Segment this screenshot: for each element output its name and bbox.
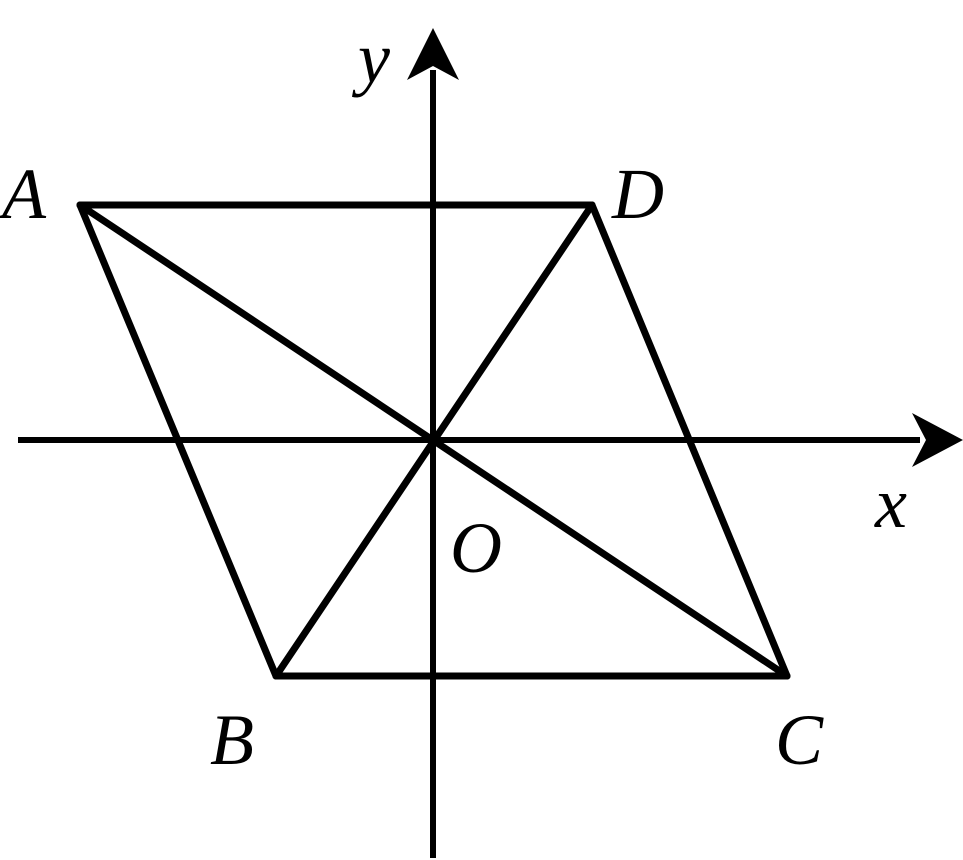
segment-dc <box>588 201 791 680</box>
point-label-a: A <box>0 154 47 234</box>
y-axis-arrowhead <box>407 28 459 80</box>
x-axis-label: x <box>874 463 907 543</box>
point-label-d: D <box>611 154 664 234</box>
point-label-c: C <box>775 700 824 780</box>
segment-ba <box>76 201 280 680</box>
y-axis-label: y <box>351 18 390 98</box>
diagonal-bd <box>272 201 596 680</box>
point-label-b: B <box>210 700 254 780</box>
x-axis-arrowhead <box>912 413 963 467</box>
origin-label: O <box>450 508 502 588</box>
